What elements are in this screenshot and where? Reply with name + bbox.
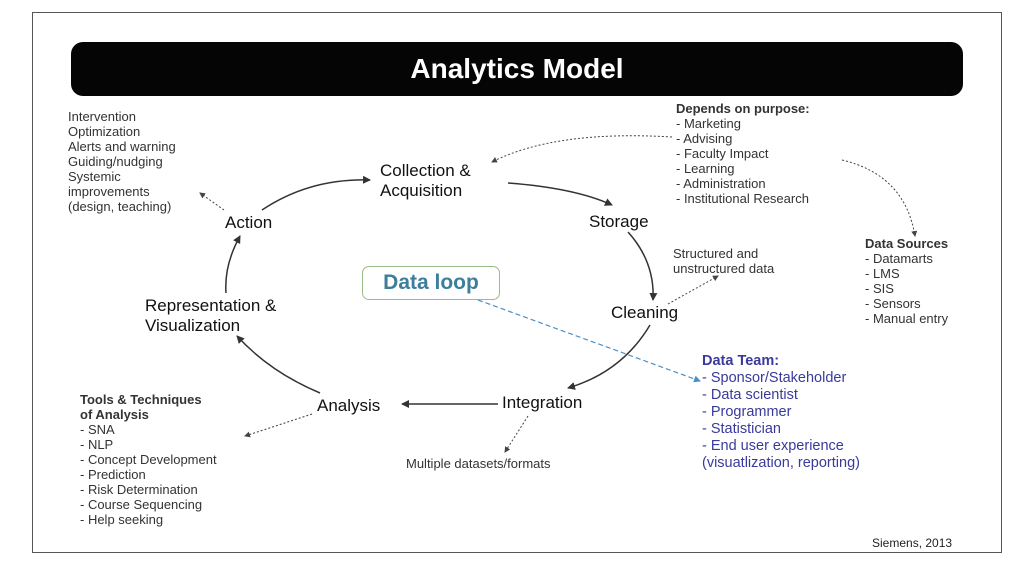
node-cleaning: Cleaning (611, 303, 679, 322)
arrow-purpose-to-sources (841, 159, 918, 237)
arrow-cleaning-to-note (667, 275, 719, 305)
page-title: Analytics Model (410, 53, 624, 84)
arrow-purpose-to-collection (491, 135, 673, 163)
node-analysis: Analysis (317, 396, 381, 415)
node-action: Action (225, 213, 273, 232)
node-storage: Storage (589, 212, 649, 231)
list-item: (visuatlization, reporting) (702, 455, 860, 471)
node-representation-visualization: Representation & Visualization (145, 296, 276, 336)
list-item: - Statistician (702, 421, 781, 437)
list-item: - Administration (676, 176, 766, 191)
data-loop-box: Data loop (362, 266, 500, 300)
list-item: - Help seeking (80, 512, 164, 527)
list-item: - End user experience (702, 438, 844, 454)
arrow-action-to-collection (261, 175, 371, 211)
list-item: Alerts and warning (68, 139, 176, 154)
tools-list: Tools & Techniques of Analysis - SNA - N… (80, 392, 217, 527)
arrow-collection-to-storage (507, 182, 613, 206)
data-team-list: Data Team: - Sponsor/Stakeholder - Data … (702, 353, 860, 472)
list-item: - Learning (676, 161, 735, 176)
data-sources-list: Data Sources - Datamarts - LMS - SIS - S… (865, 236, 948, 326)
list-item: Systemic (68, 169, 121, 184)
list-item: - Institutional Research (676, 191, 809, 206)
node-representation-label: Representation & (145, 296, 277, 315)
tools-heading: of Analysis (80, 407, 149, 422)
slide-frame (32, 12, 1002, 553)
list-item: - SNA (80, 422, 115, 437)
list-item: - Programmer (702, 404, 792, 420)
cleaning-note-line: unstructured data (673, 261, 775, 276)
list-item: - NLP (80, 437, 114, 452)
cleaning-note-line: Structured and (673, 246, 759, 261)
list-item: - Advising (676, 131, 733, 146)
list-item: - Prediction (80, 467, 146, 482)
node-acquisition-label: Acquisition (380, 181, 463, 200)
list-item: - SIS (865, 281, 894, 296)
list-item: - LMS (865, 266, 900, 281)
credit-text: Siemens, 2013 (872, 536, 953, 550)
list-item: - Data scientist (702, 387, 798, 403)
integration-note: Multiple datasets/formats (406, 456, 551, 471)
list-item: - Faculty Impact (676, 146, 769, 161)
node-collection-label: Collection & (380, 161, 471, 180)
list-item: (design, teaching) (68, 199, 172, 214)
data-team-heading: Data Team: (702, 353, 780, 369)
list-item: - Manual entry (865, 311, 949, 326)
data-sources-heading: Data Sources (865, 236, 949, 251)
arrow-representation-to-action (225, 235, 241, 294)
list-item: - Sensors (865, 296, 921, 311)
arrow-storage-to-cleaning (627, 231, 658, 301)
tools-heading: Tools & Techniques (80, 392, 202, 407)
node-collection-acquisition: Collection & Acquisition (380, 161, 471, 201)
arrow-analysis-to-representation (236, 335, 321, 394)
node-visualization-label: Visualization (145, 316, 241, 335)
list-item: - Course Sequencing (80, 497, 203, 512)
list-item: - Concept Development (80, 452, 217, 467)
cleaning-note: Structured and unstructured data (673, 246, 774, 276)
list-item: - Risk Determination (80, 482, 198, 497)
list-item: Intervention (68, 109, 136, 124)
purpose-heading: Depends on purpose: (676, 101, 810, 116)
list-item: Guiding/nudging (68, 154, 163, 169)
arrow-analysis-to-tools (244, 413, 313, 438)
arrow-integration-to-note (504, 415, 529, 453)
list-item: - Datamarts (865, 251, 933, 266)
action-outcomes-list: Intervention Optimization Alerts and war… (68, 109, 176, 214)
arrow-action-to-outcomes (199, 192, 225, 211)
list-item: improvements (68, 184, 150, 199)
arrow-cleaning-to-integration (567, 324, 651, 390)
list-item: - Marketing (676, 116, 742, 131)
title-bar: Analytics Model (71, 42, 963, 96)
purpose-list: Depends on purpose: - Marketing - Advisi… (676, 101, 810, 206)
arrow-loop-to-team (477, 299, 701, 383)
node-integration: Integration (502, 393, 583, 412)
list-item: Optimization (68, 124, 141, 139)
list-item: - Sponsor/Stakeholder (702, 370, 847, 386)
